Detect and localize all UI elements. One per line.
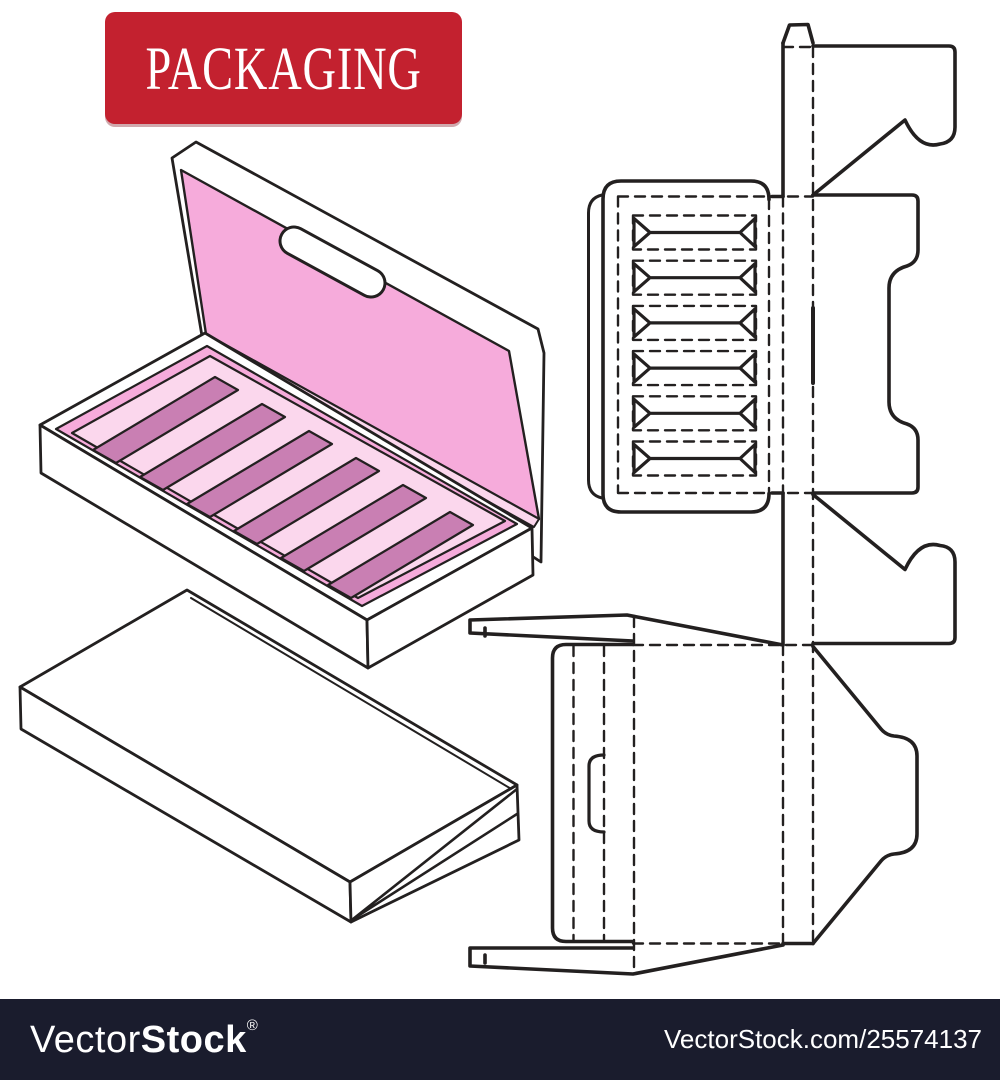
- insert-slot: [91, 375, 240, 465]
- upper-flap-thumb-notch: [811, 44, 957, 197]
- lower-panel-outline: [550, 642, 635, 944]
- open-box-tray: [38, 331, 535, 670]
- logo-prefix: Vector: [30, 1019, 141, 1061]
- brand-banner: PACKAGING: [105, 12, 462, 124]
- insert-slot: [138, 402, 287, 492]
- insert-slot: [279, 483, 428, 573]
- insert-slot: [232, 456, 381, 546]
- slot-panel-outline: [601, 179, 785, 514]
- slot-row-cut-marks: [632, 262, 757, 294]
- lid-handle-cutout: [278, 225, 387, 299]
- slot-row-cut-marks: [632, 216, 757, 249]
- watermark-bar: VectorStock® VectorStock.com/25574137: [0, 999, 1000, 1080]
- glue-flap-behind: [587, 193, 604, 500]
- insert-slot: [185, 429, 334, 519]
- slot-panel-cut-rows: [631, 214, 758, 477]
- lower-dust-flap: [468, 943, 785, 976]
- top-tuck-tab: [781, 22, 815, 45]
- closed-box: [18, 588, 521, 924]
- dieline-upper: [587, 22, 957, 647]
- vectorstock-logo: VectorStock®: [30, 1017, 258, 1062]
- tray-front-right-wall: [365, 526, 535, 670]
- slot-row-cut-marks: [632, 397, 757, 429]
- dieline-lower: [468, 613, 919, 976]
- tray-insert-slots: [91, 375, 475, 600]
- insert-slot: [326, 510, 475, 600]
- handle-cutout-dieline: [587, 753, 606, 834]
- front-panel-notched-edge: [811, 193, 920, 495]
- lower-flap-thumb-notch: [811, 492, 957, 646]
- closed-box-fold-lines: [351, 787, 519, 921]
- fold-lines-lower: [572, 615, 785, 975]
- logo-suffix: Stock: [140, 1019, 247, 1061]
- side-tab-flap: [811, 644, 919, 946]
- open-box: [38, 140, 546, 670]
- slot-row-cut-marks: [632, 442, 757, 475]
- closed-box-lid-seam: [190, 597, 514, 791]
- banner-title: PACKAGING: [145, 33, 422, 103]
- slot-row-cut-marks: [632, 307, 757, 339]
- registered-mark: ®: [246, 1017, 259, 1034]
- upper-dust-flap: [468, 613, 785, 647]
- vectorstock-image-ref: VectorStock.com/25574137: [664, 1024, 982, 1054]
- slot-row-cut-marks: [632, 352, 757, 384]
